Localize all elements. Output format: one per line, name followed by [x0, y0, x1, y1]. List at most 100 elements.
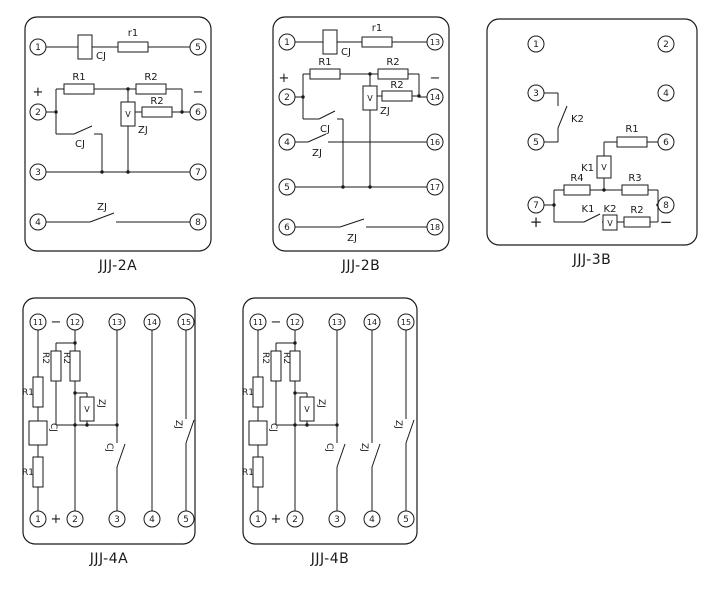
r1-label: R1	[625, 124, 638, 135]
plus-sign: +	[33, 85, 44, 100]
panel-border	[486, 18, 698, 246]
resistor-r2-right: R2	[281, 350, 301, 382]
svg-text:4: 4	[35, 218, 41, 228]
r1-label: R1	[318, 57, 331, 68]
zj-contact-mid-blade	[371, 443, 381, 468]
r3-label: R3	[628, 173, 641, 184]
svg-text:2: 2	[663, 40, 669, 50]
diagram-jjj-3b: K2 R1 V K1 R4 R3 K1 V K2	[486, 18, 698, 246]
svg-text:4: 4	[369, 515, 375, 525]
svg-text:1: 1	[255, 515, 261, 525]
junction-dot	[368, 185, 372, 189]
panel-jjj-2b: CJ r1 R1 R2 V ZJ R2 +	[270, 14, 452, 274]
minus-sign: −	[271, 315, 282, 330]
resistor-r2-lower: R2	[141, 96, 173, 118]
diagram-jjj-2b: CJ r1 R1 R2 V ZJ R2 +	[272, 16, 450, 252]
cj-coil: CJ	[322, 29, 351, 58]
junction-dot	[305, 423, 309, 427]
panel-caption-jjj-2b: JJJ-2B	[341, 258, 381, 274]
resistor-r2-left: R2	[260, 350, 282, 382]
zj-contact-label: ZJ	[173, 420, 183, 429]
svg-text:3: 3	[533, 89, 539, 99]
terminal-4: 4	[29, 213, 47, 231]
terminal-5: 5	[278, 178, 296, 196]
k2-contact-blade	[557, 105, 568, 129]
zj-contact-mid-label: ZJ	[312, 148, 322, 159]
junction-dot	[293, 423, 297, 427]
cj-coil-label: CJ	[96, 51, 106, 62]
zj-coil: V ZJ	[120, 101, 148, 136]
terminal-1: 1	[29, 38, 47, 56]
panel-caption-jjj-2a: JJJ-2A	[98, 258, 138, 274]
junction-dot	[552, 203, 556, 207]
terminal-7: 7	[527, 196, 545, 214]
svg-text:13: 13	[430, 38, 440, 47]
svg-text:8: 8	[195, 218, 201, 228]
resistor-r1-upper: R1	[242, 376, 264, 408]
svg-text:4: 4	[284, 138, 290, 148]
terminal-14: 14	[363, 313, 381, 331]
terminal-8: 8	[189, 213, 207, 231]
terminal-8: 8	[657, 196, 675, 214]
terminal-15: 15	[397, 313, 415, 331]
resistor-r1: R1	[309, 57, 341, 80]
minus-sign: −	[51, 315, 62, 330]
terminal-5: 5	[189, 38, 207, 56]
cj-contact-blade	[336, 443, 346, 468]
junction-dot	[368, 72, 372, 76]
svg-text:5: 5	[284, 183, 290, 193]
terminal-5: 5	[177, 510, 195, 528]
terminal-3: 3	[328, 510, 346, 528]
zj-coil: V ZJ	[362, 85, 390, 117]
svg-text:3: 3	[334, 515, 340, 525]
svg-text:15: 15	[401, 318, 411, 327]
cj-contact-label: CJ	[324, 443, 334, 452]
plus-sign: +	[279, 71, 290, 86]
terminal-16: 16	[426, 133, 444, 151]
resistor-r1-series: r1	[117, 28, 149, 53]
panel-border	[242, 297, 418, 545]
cj-coil: CJ	[28, 420, 58, 446]
cj-coil-label: CJ	[341, 47, 351, 58]
r1-lower-label: R1	[242, 468, 254, 478]
k2-contact-label: K2	[571, 114, 584, 125]
terminal-12: 12	[66, 313, 84, 331]
cj-coil: CJ	[248, 420, 278, 446]
junction-dot	[301, 95, 305, 99]
svg-text:1: 1	[284, 38, 290, 48]
zj-contact-blade	[185, 419, 195, 444]
diagram-jjj-4a: R1 CJ R1 R2 R2 V ZJ CJ	[22, 297, 196, 545]
r1-series-label: r1	[372, 23, 382, 34]
r2-lower-label: R2	[150, 96, 163, 107]
svg-text:6: 6	[195, 108, 201, 118]
terminal-14: 14	[426, 88, 444, 106]
junction-dot	[335, 423, 339, 427]
r2-upper-label: R2	[144, 72, 157, 83]
svg-text:14: 14	[430, 93, 440, 102]
r2-right-label: R2	[61, 352, 71, 364]
r2-left-label: R2	[40, 352, 50, 364]
panel-jjj-4a: R1 CJ R1 R2 R2 V ZJ CJ	[20, 295, 198, 567]
zj-element-symbol: V	[84, 405, 90, 414]
k2-coil-label: K2	[604, 204, 617, 215]
svg-text:8: 8	[663, 201, 669, 211]
junction-dot	[341, 185, 345, 189]
zj-contact-blade	[89, 212, 115, 223]
svg-text:6: 6	[663, 138, 669, 148]
svg-text:15: 15	[181, 318, 191, 327]
zj-element-symbol: V	[304, 405, 310, 414]
junction-dot	[85, 423, 89, 427]
minus-sign: −	[193, 85, 204, 100]
resistor-r3: R3	[621, 173, 649, 196]
junction-dot	[180, 110, 184, 114]
zj-coil: V ZJ	[79, 396, 106, 422]
cj-coil-label: CJ	[268, 423, 278, 432]
r2-upper-label: R2	[386, 57, 399, 68]
zj-coil: V ZJ	[299, 396, 326, 422]
junction-dot	[126, 87, 130, 91]
resistor-r1-series: r1	[361, 23, 393, 48]
junction-dot	[54, 110, 58, 114]
r2-lower-label: R2	[390, 80, 403, 91]
k1-element-symbol: V	[601, 163, 607, 172]
svg-text:12: 12	[290, 318, 300, 327]
